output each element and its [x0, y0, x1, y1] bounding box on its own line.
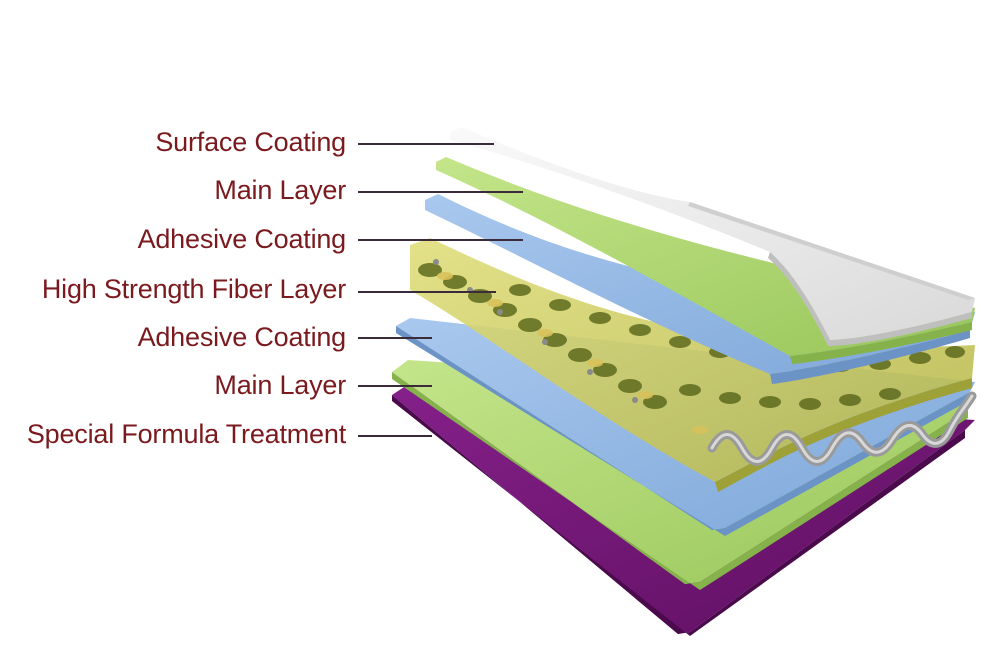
surface-coating-layer [450, 127, 975, 346]
label-adhesive-coating-upper: Adhesive Coating [137, 224, 347, 254]
label-special-formula: Special Formula Treatment [26, 419, 346, 449]
fiber-braid [418, 263, 965, 410]
label-surface-coating: Surface Coating [155, 127, 346, 157]
label-adhesive-coating-lower: Adhesive Coating [137, 322, 347, 352]
leader-lines [358, 143, 523, 437]
label-main-layer-upper: Main Layer [214, 175, 346, 205]
label-main-layer-lower: Main Layer [214, 370, 346, 400]
fiber-strands [437, 272, 708, 434]
fiber-layer [410, 238, 977, 492]
label-fiber-layer: High Strength Fiber Layer [41, 274, 346, 304]
